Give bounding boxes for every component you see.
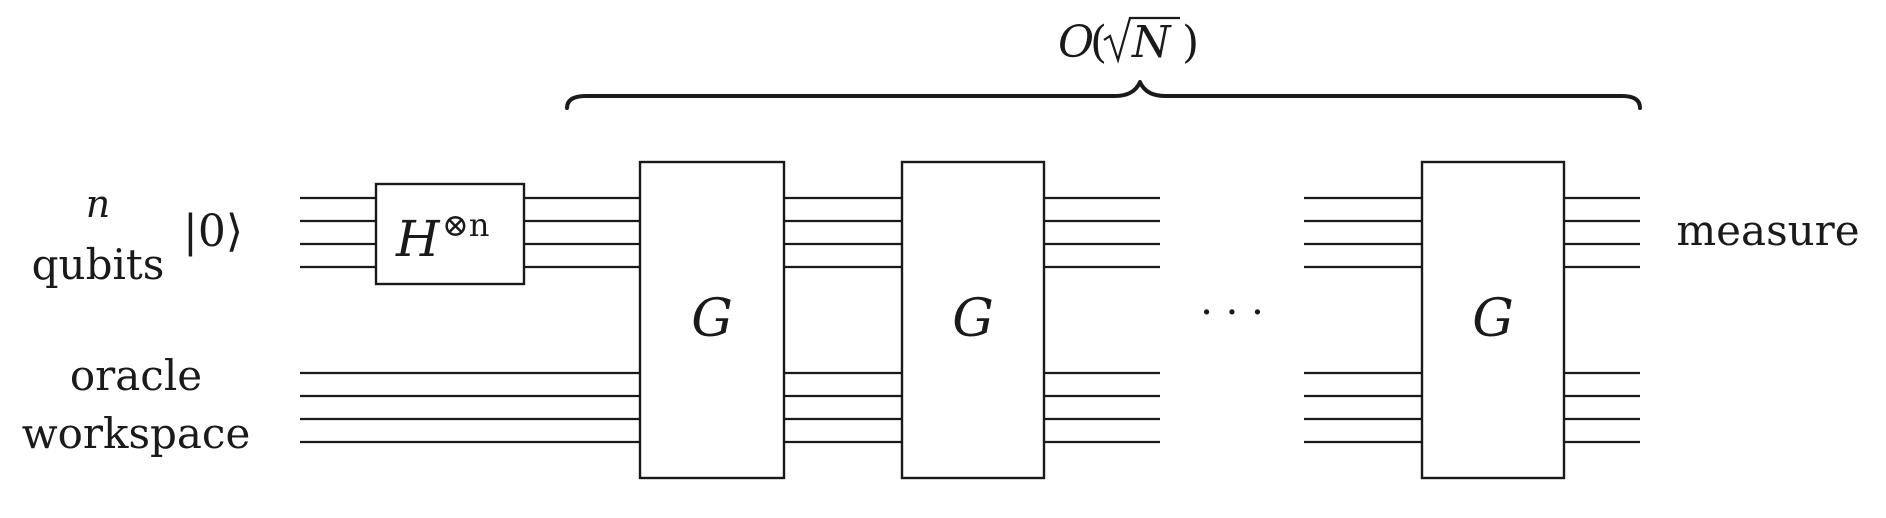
ket-zero-label: |0⟩ [183,206,243,257]
radicand-N: N [1131,17,1172,68]
iterations-brace [565,80,1642,110]
grover-gate-1: G [638,160,786,480]
big-o-letter: O [1058,17,1094,68]
ellipsis: · · · [1200,290,1264,336]
hadamard-base: H [395,210,441,268]
iterations-label: O ( N ) [1058,16,1199,68]
oracle-label: oracle [70,351,202,400]
hadamard-superscript: ⊗n [442,206,489,244]
big-o-open-paren: ( [1090,17,1107,68]
hadamard-gate: H ⊗n [374,182,526,286]
measure-label: measure [1676,206,1859,255]
big-o-close-paren: ) [1182,17,1199,68]
grover-gate-3: G [1420,160,1566,480]
grover-gate-label: G [952,289,994,349]
workspace-label: workspace [22,409,251,458]
grover-gate-2: G [900,160,1046,480]
n-label: n [86,182,110,226]
qubits-label: qubits [32,240,165,289]
grover-gate-label: G [1472,289,1514,349]
grover-gate-label: G [691,289,733,349]
sqrt-sign [1103,16,1180,64]
